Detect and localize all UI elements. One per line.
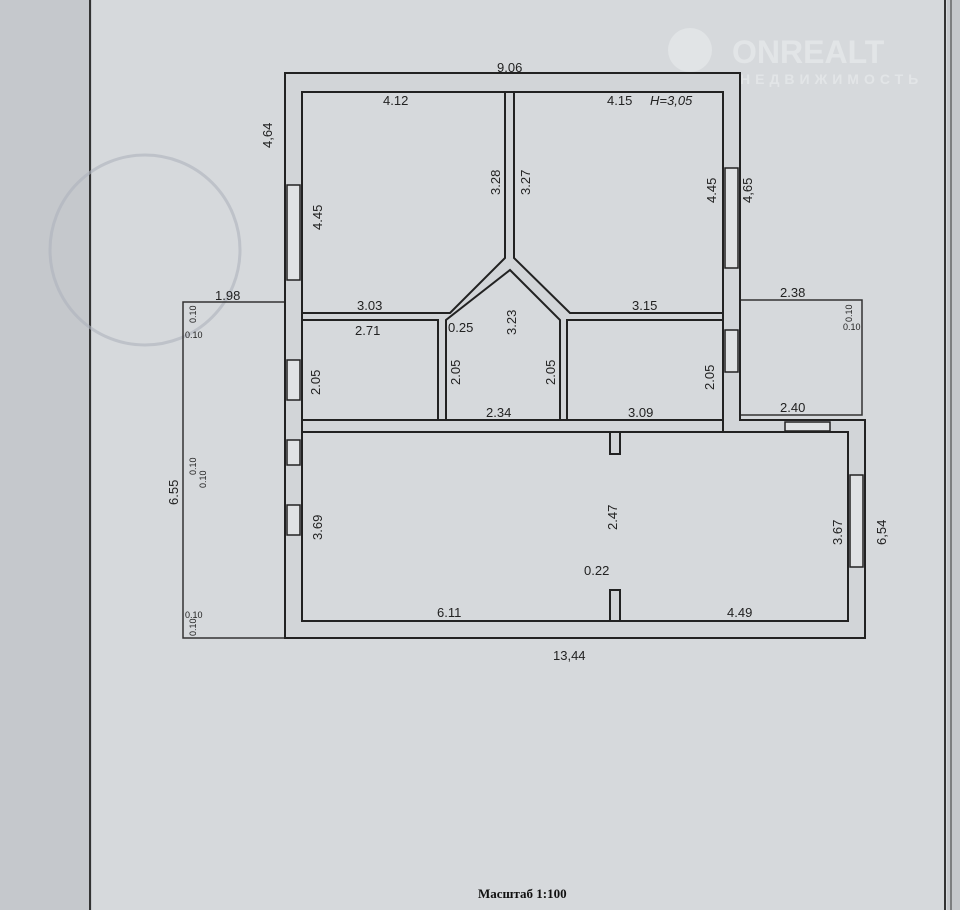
scale-label: Масштаб 1:100 xyxy=(478,886,567,901)
window xyxy=(724,167,739,269)
dim-room3-height: 2.05 xyxy=(308,370,323,395)
window xyxy=(784,421,831,432)
dim-hall-center: 3.23 xyxy=(504,310,519,335)
watermark-subtitle: НЕДВИЖИМОСТЬ xyxy=(740,71,923,87)
dim-porch-right-width: 2.38 xyxy=(780,285,805,300)
window xyxy=(286,504,301,536)
dim-partition-gap: 0.22 xyxy=(584,563,609,578)
wall-mid-horizontal xyxy=(301,419,724,433)
dim-room6-width: 4.49 xyxy=(727,605,752,620)
interior-walls xyxy=(301,91,724,622)
dim-room2-height: 4.45 xyxy=(704,178,719,203)
dim-hall-height: 2.05 xyxy=(543,360,558,385)
dim-right-outer-bottom: 6,54 xyxy=(874,520,889,545)
dim-porch-left-width: 1.98 xyxy=(215,288,240,303)
partition-bottom xyxy=(609,589,621,622)
dim-hall-bottom: 2.34 xyxy=(486,405,511,420)
dim-wall-thickness: 0.10 xyxy=(185,330,203,340)
window xyxy=(286,439,301,466)
watermark-brand: ONREALT xyxy=(732,34,885,70)
dim-room5-width: 6.11 xyxy=(437,605,461,620)
window xyxy=(286,184,301,281)
dim-room1-width: 4.12 xyxy=(383,93,408,108)
dim-porch-left-height: 6.55 xyxy=(166,480,181,505)
stamp-seal xyxy=(48,153,242,347)
dim-bath-height: 2.05 xyxy=(448,360,463,385)
porch-left xyxy=(182,301,285,639)
dim-porch-right-depth: 2.40 xyxy=(780,400,805,415)
watermark-pin-icon xyxy=(668,28,712,72)
dim-door-gap: 0.25 xyxy=(448,320,473,335)
wall-core xyxy=(301,91,724,421)
dim-bottom-total: 13,44 xyxy=(553,648,586,663)
watermark-logo: ONREALT НЕДВИЖИМОСТЬ xyxy=(668,28,923,87)
dim-hall-right: 3.15 xyxy=(632,298,657,313)
dim-wall-thickness: 0.10 xyxy=(198,470,208,488)
windows xyxy=(286,167,864,568)
paper xyxy=(92,0,947,910)
porch-right xyxy=(740,299,863,416)
window xyxy=(286,359,301,401)
dim-room3-width: 2.71 xyxy=(355,323,380,338)
dim-top-total: 9.06 xyxy=(497,60,522,75)
dim-partition: 2.47 xyxy=(605,505,620,530)
dim-wall-thickness: 0.10 xyxy=(188,618,198,636)
dim-room2-width: 4.15 xyxy=(607,93,632,108)
partition-top xyxy=(609,431,621,455)
dim-room1-height: 4.45 xyxy=(310,205,325,230)
dim-room5-height: 3.69 xyxy=(310,515,325,540)
window xyxy=(849,474,864,568)
window xyxy=(724,329,739,373)
dim-right-outer-top: 4,65 xyxy=(740,178,755,203)
dim-wall-b: 3.27 xyxy=(518,170,533,195)
dim-hall-left: 3.03 xyxy=(357,298,382,313)
dim-wall-a: 3.28 xyxy=(488,170,503,195)
dim-wall-thickness: 0.10 xyxy=(185,610,203,620)
dim-wall-thickness: 0.10 xyxy=(843,322,861,332)
exterior-walls xyxy=(284,72,866,639)
dim-room4-width: 3.09 xyxy=(628,405,653,420)
ceiling-height: H=3,05 xyxy=(650,93,693,108)
dim-room4-height: 2.05 xyxy=(702,365,717,390)
dim-room6-height: 3.67 xyxy=(830,520,845,545)
dim-wall-thickness: 0.10 xyxy=(188,305,198,323)
dim-wall-thickness: 0.10 xyxy=(844,304,854,322)
dim-left-outer-top: 4,64 xyxy=(260,123,275,148)
dimension-labels: 9.06 4.12 4.15 H=3,05 4,64 4.45 3.28 3.2… xyxy=(166,60,889,663)
dim-wall-thickness: 0.10 xyxy=(188,457,198,475)
